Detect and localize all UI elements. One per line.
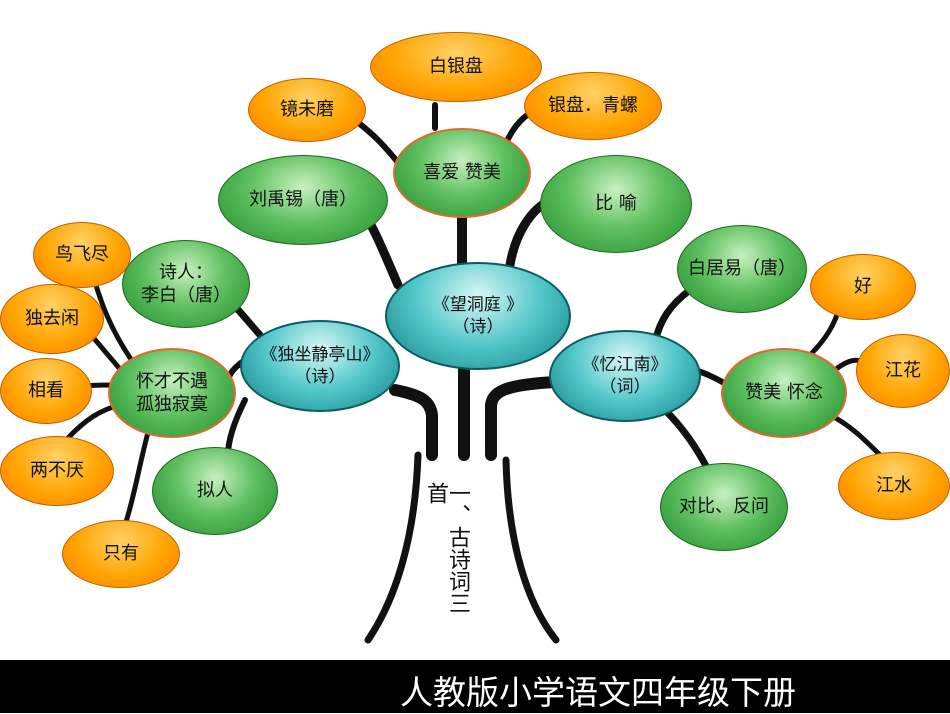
leaf-jingweimo: 镜未磨 (248, 78, 366, 142)
node-poem-yijiangnan: 《忆江南》 （词） (549, 330, 701, 422)
leaf-zhiyou: 只有 (62, 520, 180, 588)
leaf-jiangshui: 江水 (838, 452, 950, 520)
poem-type: （诗） (294, 367, 346, 387)
poem-type: （诗） (452, 317, 504, 337)
leaf-jianghua: 江花 (856, 334, 950, 408)
node-right-emotion: 赞美 怀念 (721, 348, 847, 438)
node-poem-duzuo-jingtingshan: 《独坐静亭山》 （诗） (240, 320, 400, 412)
leaf-liangbuyan: 两不厌 (0, 436, 114, 506)
leaf-xiangkan: 相看 (0, 358, 92, 424)
node-author-baijuyi: 白居易（唐） (677, 225, 807, 313)
leaf-yinpan-qingluo: 银盘．青螺 (524, 72, 662, 140)
poem-title: 《独坐静亭山》 (260, 344, 380, 365)
node-top-emotion: 喜爱 赞美 (393, 128, 531, 218)
author-name: 李白（唐） (141, 285, 231, 306)
node-author-liuyuxi: 刘禹锡（唐） (218, 155, 388, 245)
footer-title: 人教版小学语文四年级下册 (400, 673, 796, 712)
leaf-niaofeijin: 鸟飞尽 (33, 222, 131, 288)
node-poem-wangdongting: 《望洞庭 》 （诗） (385, 262, 571, 370)
leaf-duquxian: 独去闲 (0, 284, 104, 354)
emotion-line1: 怀才不遇 (136, 370, 208, 392)
node-right-device: 对比、反问 (660, 463, 788, 551)
trunk-label: 一、古诗词三首 (423, 482, 470, 614)
node-left-device: 拟人 (152, 447, 278, 535)
author-label: 诗人： (159, 261, 213, 283)
emotion-line2: 孤独寂寞 (136, 394, 208, 415)
leaf-hao: 好 (810, 254, 916, 320)
node-top-device: 比 喻 (540, 155, 692, 253)
node-author-libai: 诗人： 李白（唐） (122, 240, 250, 328)
leaf-baiyinpan: 白银盘 (370, 32, 542, 102)
poem-title: 《忆江南》 (582, 354, 668, 375)
node-left-emotion: 怀才不遇 孤独寂寞 (108, 348, 236, 438)
footer-bar: 人教版小学语文四年级下册 (0, 660, 950, 713)
poem-type: （词） (599, 377, 651, 397)
poem-title: 《望洞庭 》 (432, 294, 524, 315)
